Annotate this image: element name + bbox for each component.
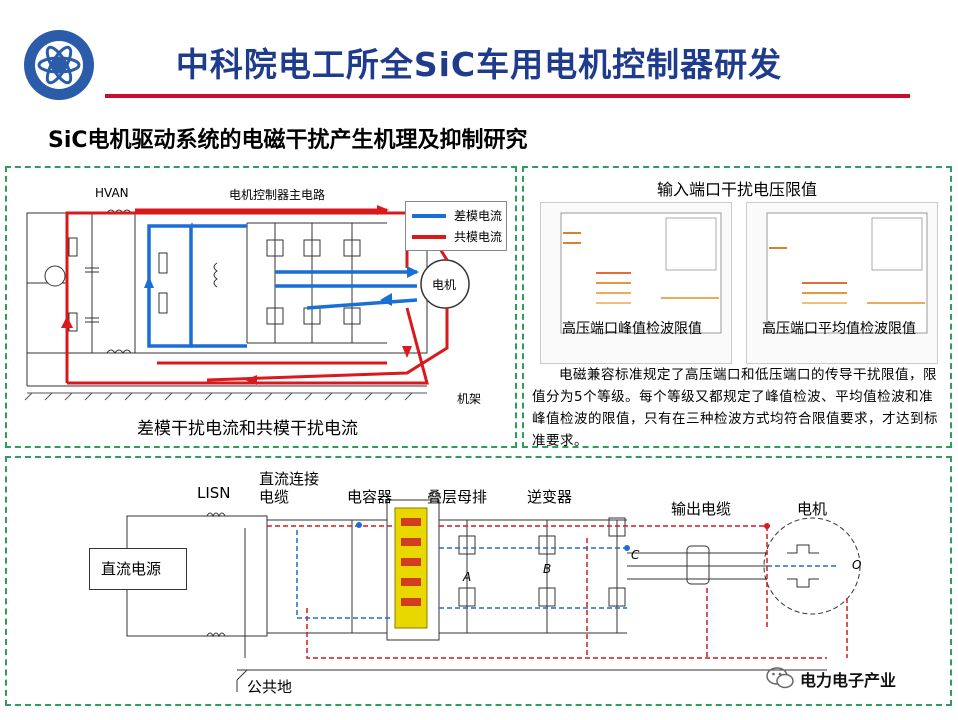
- average-limit-label: 高压端口平均值检波限值: [762, 321, 916, 337]
- limits-heading: 输入端口干扰电压限值: [656, 180, 817, 199]
- title-divider: [105, 94, 910, 98]
- ground-label: 公共地: [247, 678, 293, 696]
- limits-panel: 输入端口干扰电压限值 高压端口峰值检波限值: [522, 166, 952, 449]
- capacitor-label: 电容器: [347, 488, 393, 506]
- peak-limit-label: 高压端口峰值检波限值: [562, 321, 702, 337]
- wechat-icon: [766, 666, 794, 690]
- cm-legend-label: 共模电流: [454, 230, 503, 244]
- node-c-label: C: [631, 548, 640, 562]
- dm-cm-caption: 差模干扰电流和共模干扰电流: [137, 419, 358, 439]
- limits-paragraph: 电磁兼容标准规定了高压端口和低压端口的传导干扰限值，限值分为5个等级。每个等级又…: [532, 367, 938, 449]
- node-b-label: B: [543, 562, 552, 576]
- section-subtitle: SiC电机驱动系统的电磁干扰产生机理及抑制研究: [48, 128, 528, 153]
- lisn-label: LISN: [197, 484, 231, 502]
- control-circuit-label: 电机控制器主电路: [229, 188, 326, 202]
- watermark-text: 电力电子产业: [800, 671, 897, 690]
- cas-logo: [22, 28, 96, 102]
- hvan-label: HVAN: [95, 186, 129, 200]
- dc-source-label: 直流电源: [101, 560, 162, 578]
- dc-source-box: [89, 548, 187, 590]
- motor-label: 电机: [432, 278, 457, 292]
- dm-legend-swatch: [412, 214, 446, 218]
- inverter-label: 逆变器: [527, 488, 573, 506]
- page-title: 中科院电工所全SiC车用电机控制器研发: [175, 45, 783, 84]
- busbar-label: 叠层母排: [427, 488, 488, 506]
- emi-path-diagram: [126, 499, 861, 692]
- peak-limit-chart: [540, 202, 732, 364]
- current-legend: 差模电流 共模电流: [405, 201, 507, 251]
- dm-cm-circuit-diagram: [24, 205, 470, 401]
- motor-label-bottom: 电机: [797, 500, 828, 518]
- node-o-label: O: [852, 558, 862, 572]
- dc-cable-label: 直流连接电缆: [259, 470, 320, 506]
- average-limit-chart: [746, 202, 938, 364]
- emi-path-panel: 直流电源 LISN 直流连接电缆 电容器 叠层母排 逆变器 输出电缆 电机 C …: [5, 456, 952, 706]
- dm-legend-label: 差模电流: [454, 209, 503, 223]
- dm-cm-panel: HVAN 电机控制器主电路 电机 机架 差模电流 共模电流 差模干扰电流和共模干…: [5, 166, 517, 448]
- chassis-label: 机架: [457, 392, 482, 406]
- node-a-label: A: [463, 570, 472, 584]
- cm-legend-swatch: [412, 235, 446, 239]
- output-cable-label: 输出电缆: [671, 500, 732, 518]
